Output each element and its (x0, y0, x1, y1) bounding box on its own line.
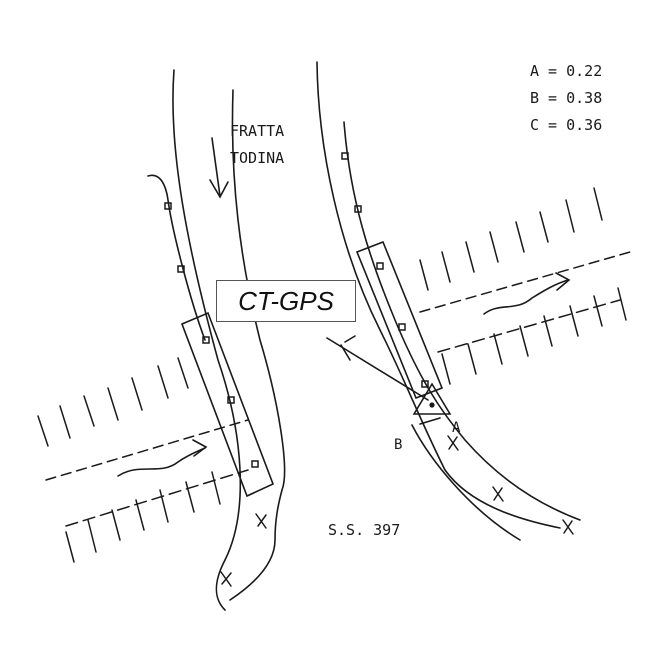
triangle-sensor-icon (412, 382, 452, 415)
right-marker-square-4 (398, 323, 406, 331)
right-road-inner-edge (343, 121, 581, 521)
right-road-outer-edge (316, 61, 561, 529)
left-marker-square-3 (202, 336, 210, 344)
legend: A = 0.22 B = 0.38 C = 0.36 (530, 62, 602, 134)
left-road-markers (164, 202, 267, 587)
right-lane-centerline (419, 251, 631, 313)
left-marker-square-2 (177, 265, 185, 273)
point-b-label: B (394, 437, 402, 453)
left-flow-arrow (117, 439, 208, 477)
left-marker-square-4 (227, 396, 235, 404)
right-road-edges (316, 61, 581, 541)
right-crosswalk-hatching (419, 187, 627, 385)
place-label-line2: TODINA (230, 149, 284, 167)
right-marker-square-3 (376, 262, 384, 270)
right-flow-arrow (483, 272, 571, 315)
right-marker-cross-1 (447, 435, 459, 451)
right-marker-cross-3 (562, 519, 574, 535)
left-crosswalk-hatching (37, 357, 221, 563)
left-lane-edge (65, 469, 249, 527)
direction-arrow (209, 137, 229, 199)
left-detection-zone (180, 311, 275, 498)
left-road-outer-edge (172, 69, 242, 611)
legend-a: A = 0.22 (530, 62, 602, 80)
road-label: S.S. 397 (328, 521, 400, 539)
sight-tick (340, 335, 356, 361)
right-marker-square-5 (421, 380, 429, 388)
point-a-label: A (452, 420, 461, 436)
sensor-group (326, 335, 452, 425)
left-marker-cross-2 (220, 571, 232, 587)
left-road-edges (147, 69, 286, 611)
place-label-line1: FRATTA (230, 122, 284, 140)
sensor-dot (429, 402, 435, 408)
right-road-lower-edge (411, 424, 521, 541)
left-marker-cross-1 (255, 513, 267, 529)
right-road-markers (341, 152, 574, 535)
right-lane-edge (437, 299, 621, 353)
right-marker-cross-2 (492, 486, 504, 502)
left-lane-centerline (45, 419, 249, 481)
legend-c: C = 0.36 (530, 116, 602, 134)
sensor-lead (419, 417, 441, 425)
ct-gps-label: CT-GPS (216, 280, 356, 322)
legend-b: B = 0.38 (530, 89, 602, 107)
left-road-inner-edge (229, 89, 286, 601)
left-marker-square-5 (251, 460, 259, 468)
right-marker-square-1 (341, 152, 349, 160)
left-road-shoulder (147, 174, 206, 341)
right-detection-zone (355, 240, 444, 400)
left-marker-square-1 (164, 202, 172, 210)
right-marker-square-2 (354, 205, 362, 213)
